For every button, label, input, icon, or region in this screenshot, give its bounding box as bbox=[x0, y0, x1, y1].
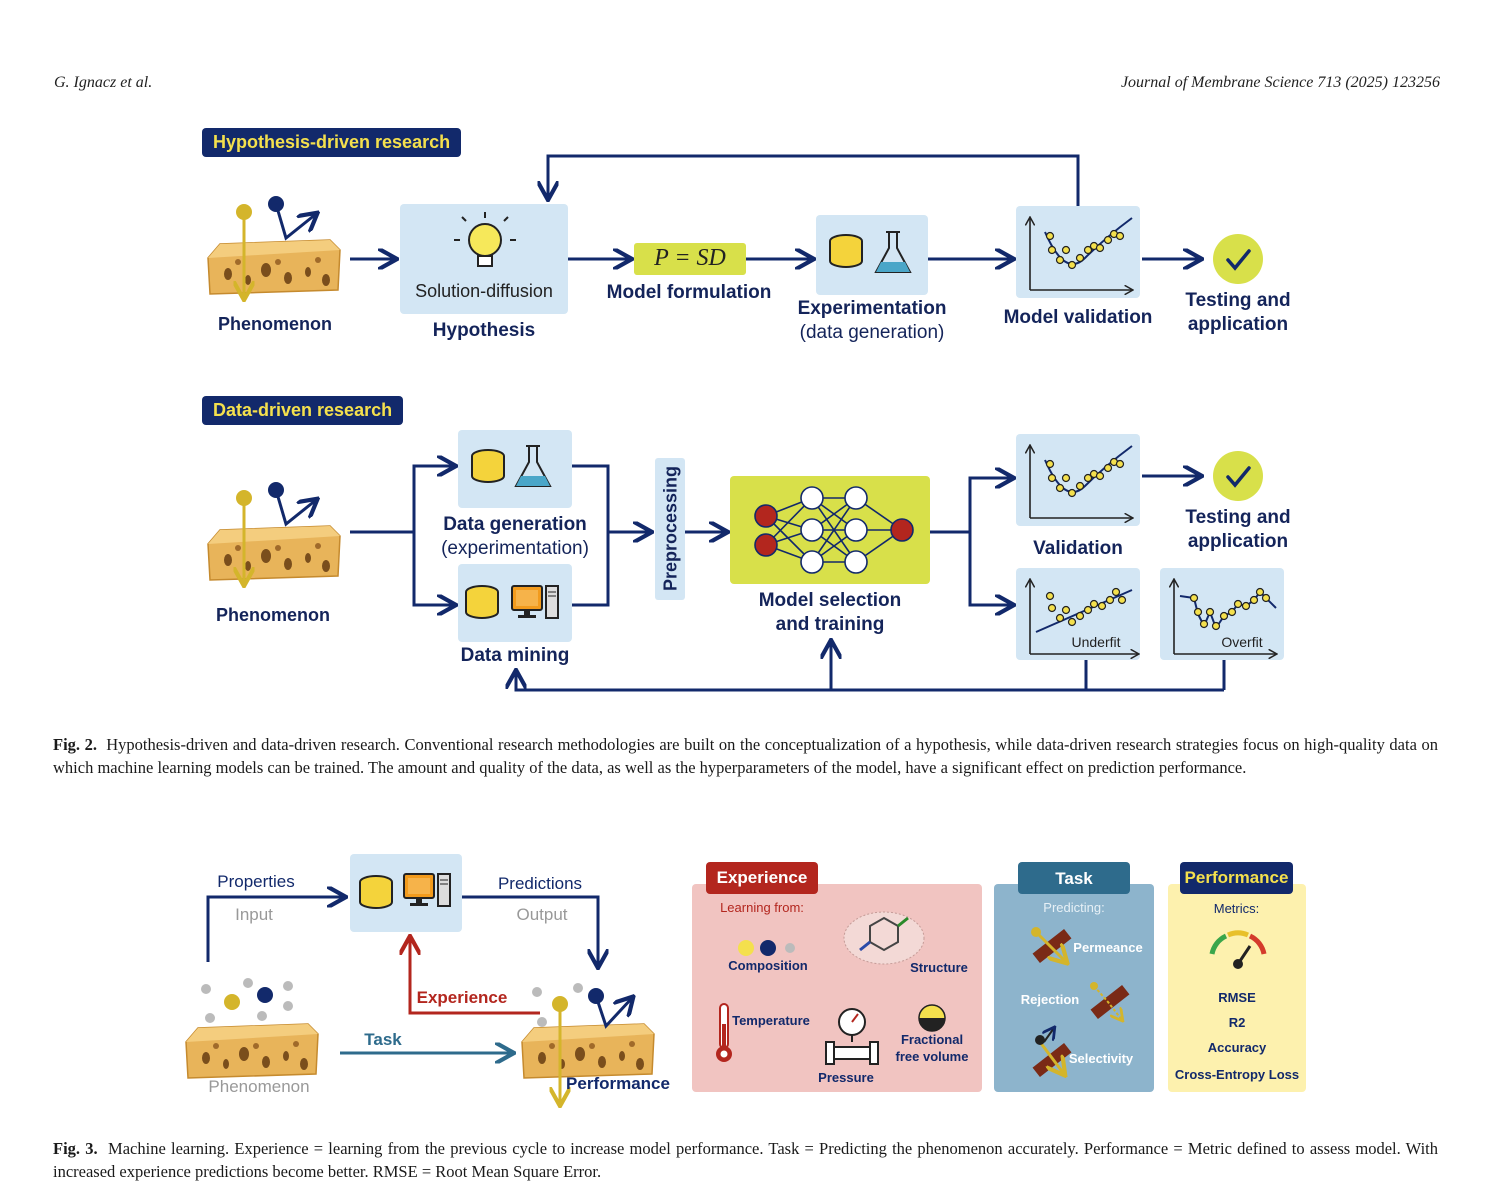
structure-label: Structure bbox=[910, 960, 968, 975]
underfit-label: Underfit bbox=[1071, 634, 1121, 650]
predictions-label: Predictions bbox=[497, 874, 583, 893]
model-formulation-label: Model formulation bbox=[606, 282, 772, 303]
figure-3-graphics bbox=[185, 854, 1306, 1130]
permeance-icon bbox=[1031, 927, 1072, 963]
output-label: Output bbox=[516, 905, 568, 924]
overfit-plot-icon bbox=[1174, 580, 1276, 654]
neural-network-icon bbox=[754, 486, 914, 574]
check-icon bbox=[1211, 232, 1265, 286]
underfit-plot-icon bbox=[1030, 580, 1138, 654]
feedback-loop-arrow bbox=[548, 154, 1080, 206]
molecule-structure-icon bbox=[843, 911, 925, 965]
preprocessing-label: Preprocessing bbox=[660, 465, 681, 592]
phenomenon-membrane-icon-3 bbox=[185, 1023, 319, 1079]
application-label: application bbox=[1187, 314, 1289, 335]
task-arrow-label: Task bbox=[364, 1030, 402, 1049]
fit-plot-icon-2 bbox=[1030, 446, 1132, 518]
check-icon-2 bbox=[1211, 449, 1265, 503]
experience-panel-subtitle: Learning from: bbox=[720, 900, 804, 915]
rejection-icon bbox=[1090, 982, 1130, 1020]
hypothesis-label: Hypothesis bbox=[432, 320, 536, 341]
performance-panel-subtitle: Metrics: bbox=[1213, 901, 1260, 916]
task-panel-subtitle: Predicting: bbox=[1043, 900, 1105, 915]
database-icon bbox=[829, 234, 863, 268]
phenomenon-membrane-icon bbox=[208, 196, 340, 298]
task-panel-title: Task bbox=[1055, 869, 1093, 888]
data-generation-label: Data generation bbox=[443, 514, 587, 535]
phenomenon-label-2: Phenomenon bbox=[215, 605, 330, 625]
phenomenon-label: Phenomenon bbox=[217, 314, 332, 334]
experience-panel-title: Experience bbox=[716, 868, 808, 887]
figure-2-caption-text: Hypothesis-driven and data-driven resear… bbox=[53, 735, 1439, 777]
figure-2-caption: Fig. 2. Hypothesis-driven and data-drive… bbox=[53, 733, 1438, 779]
composition-icon bbox=[738, 940, 795, 956]
free-volume-icon bbox=[918, 1004, 946, 1032]
preprocessing-box bbox=[655, 458, 685, 600]
pressure-gauge-icon bbox=[825, 1008, 879, 1065]
running-header-authors: G. Ignacz et al. bbox=[54, 74, 153, 91]
solution-diffusion-label: Solution-diffusion bbox=[415, 281, 553, 301]
experience-arrow-label: Experience bbox=[416, 988, 508, 1007]
model-validation-label: Model validation bbox=[1003, 307, 1153, 328]
performance-membrane-icon bbox=[521, 1023, 655, 1079]
pressure-label: Pressure bbox=[818, 1070, 874, 1085]
metric-r2: R2 bbox=[1228, 1015, 1246, 1030]
experimentation-label: Experimentation bbox=[797, 298, 947, 319]
temperature-label: Temperature bbox=[732, 1013, 810, 1028]
performance-panel bbox=[1168, 884, 1306, 1092]
input-label: Input bbox=[235, 905, 273, 924]
particles-icon bbox=[201, 978, 293, 1023]
testing-label-2: Testing and bbox=[1185, 507, 1291, 528]
metric-cross-entropy: Cross-Entropy Loss bbox=[1174, 1067, 1300, 1082]
rejection-label: Rejection bbox=[1020, 992, 1080, 1007]
composition-label: Composition bbox=[728, 958, 808, 973]
lightbulb-icon bbox=[454, 212, 516, 267]
gauge-icon bbox=[1209, 930, 1267, 969]
metric-accuracy: Accuracy bbox=[1207, 1040, 1267, 1055]
experimentation-paren-label: (experimentation) bbox=[441, 538, 589, 559]
fit-plot-icon bbox=[1030, 218, 1132, 290]
database-icon-3 bbox=[465, 585, 499, 619]
hypothesis-section-title: Hypothesis-driven research bbox=[202, 128, 462, 157]
figure-3-caption-text: Machine learning. Experience = learning … bbox=[53, 1139, 1438, 1181]
database-icon-2 bbox=[471, 449, 505, 483]
running-header-journal: Journal of Membrane Science 713 (2025) 1… bbox=[1120, 74, 1440, 91]
equation-text: P = SD bbox=[654, 245, 726, 271]
free-volume-label: free volume bbox=[895, 1049, 969, 1064]
performance-panel-title: Performance bbox=[1184, 868, 1289, 887]
figure-2-graphics bbox=[0, 154, 1284, 692]
model-selection-label: Model selection bbox=[758, 590, 902, 611]
phenomenon-membrane-icon-2 bbox=[208, 482, 340, 584]
fractional-label: Fractional bbox=[900, 1032, 964, 1047]
particles-icon-2 bbox=[532, 983, 632, 1104]
data-generation-paren-label: (data generation) bbox=[799, 322, 945, 343]
data-driven-section-title: Data-driven research bbox=[202, 396, 404, 425]
phenomenon-label-3: Phenomenon bbox=[208, 1077, 310, 1096]
application-label-2: application bbox=[1187, 531, 1289, 552]
permeance-label: Permeance bbox=[1073, 940, 1143, 955]
validation-plot bbox=[1016, 434, 1140, 526]
database-icon-4 bbox=[359, 875, 393, 909]
feedback-loop-arrow-2 bbox=[516, 660, 1088, 692]
data-mining-label: Data mining bbox=[460, 645, 570, 666]
validation-label: Validation bbox=[1033, 538, 1123, 559]
equation-box bbox=[634, 243, 746, 275]
selectivity-icon bbox=[1032, 1028, 1072, 1077]
properties-label: Properties bbox=[217, 872, 295, 891]
and-training-label: and training bbox=[775, 614, 885, 635]
model-validation-plot bbox=[1016, 206, 1140, 298]
performance-output-label: Performance bbox=[566, 1074, 670, 1093]
experience-arrow bbox=[410, 938, 540, 1015]
figure-3-caption: Fig. 3. Machine learning. Experience = l… bbox=[53, 1137, 1438, 1183]
figure-2-caption-label: Fig. 2. bbox=[53, 735, 98, 754]
metric-rmse: RMSE bbox=[1218, 990, 1256, 1005]
thermometer-icon bbox=[716, 1003, 732, 1062]
overfit-label: Overfit bbox=[1221, 634, 1263, 650]
figure-3-caption-label: Fig. 3. bbox=[53, 1139, 98, 1158]
selectivity-label: Selectivity bbox=[1068, 1051, 1134, 1066]
testing-label: Testing and bbox=[1185, 290, 1291, 311]
